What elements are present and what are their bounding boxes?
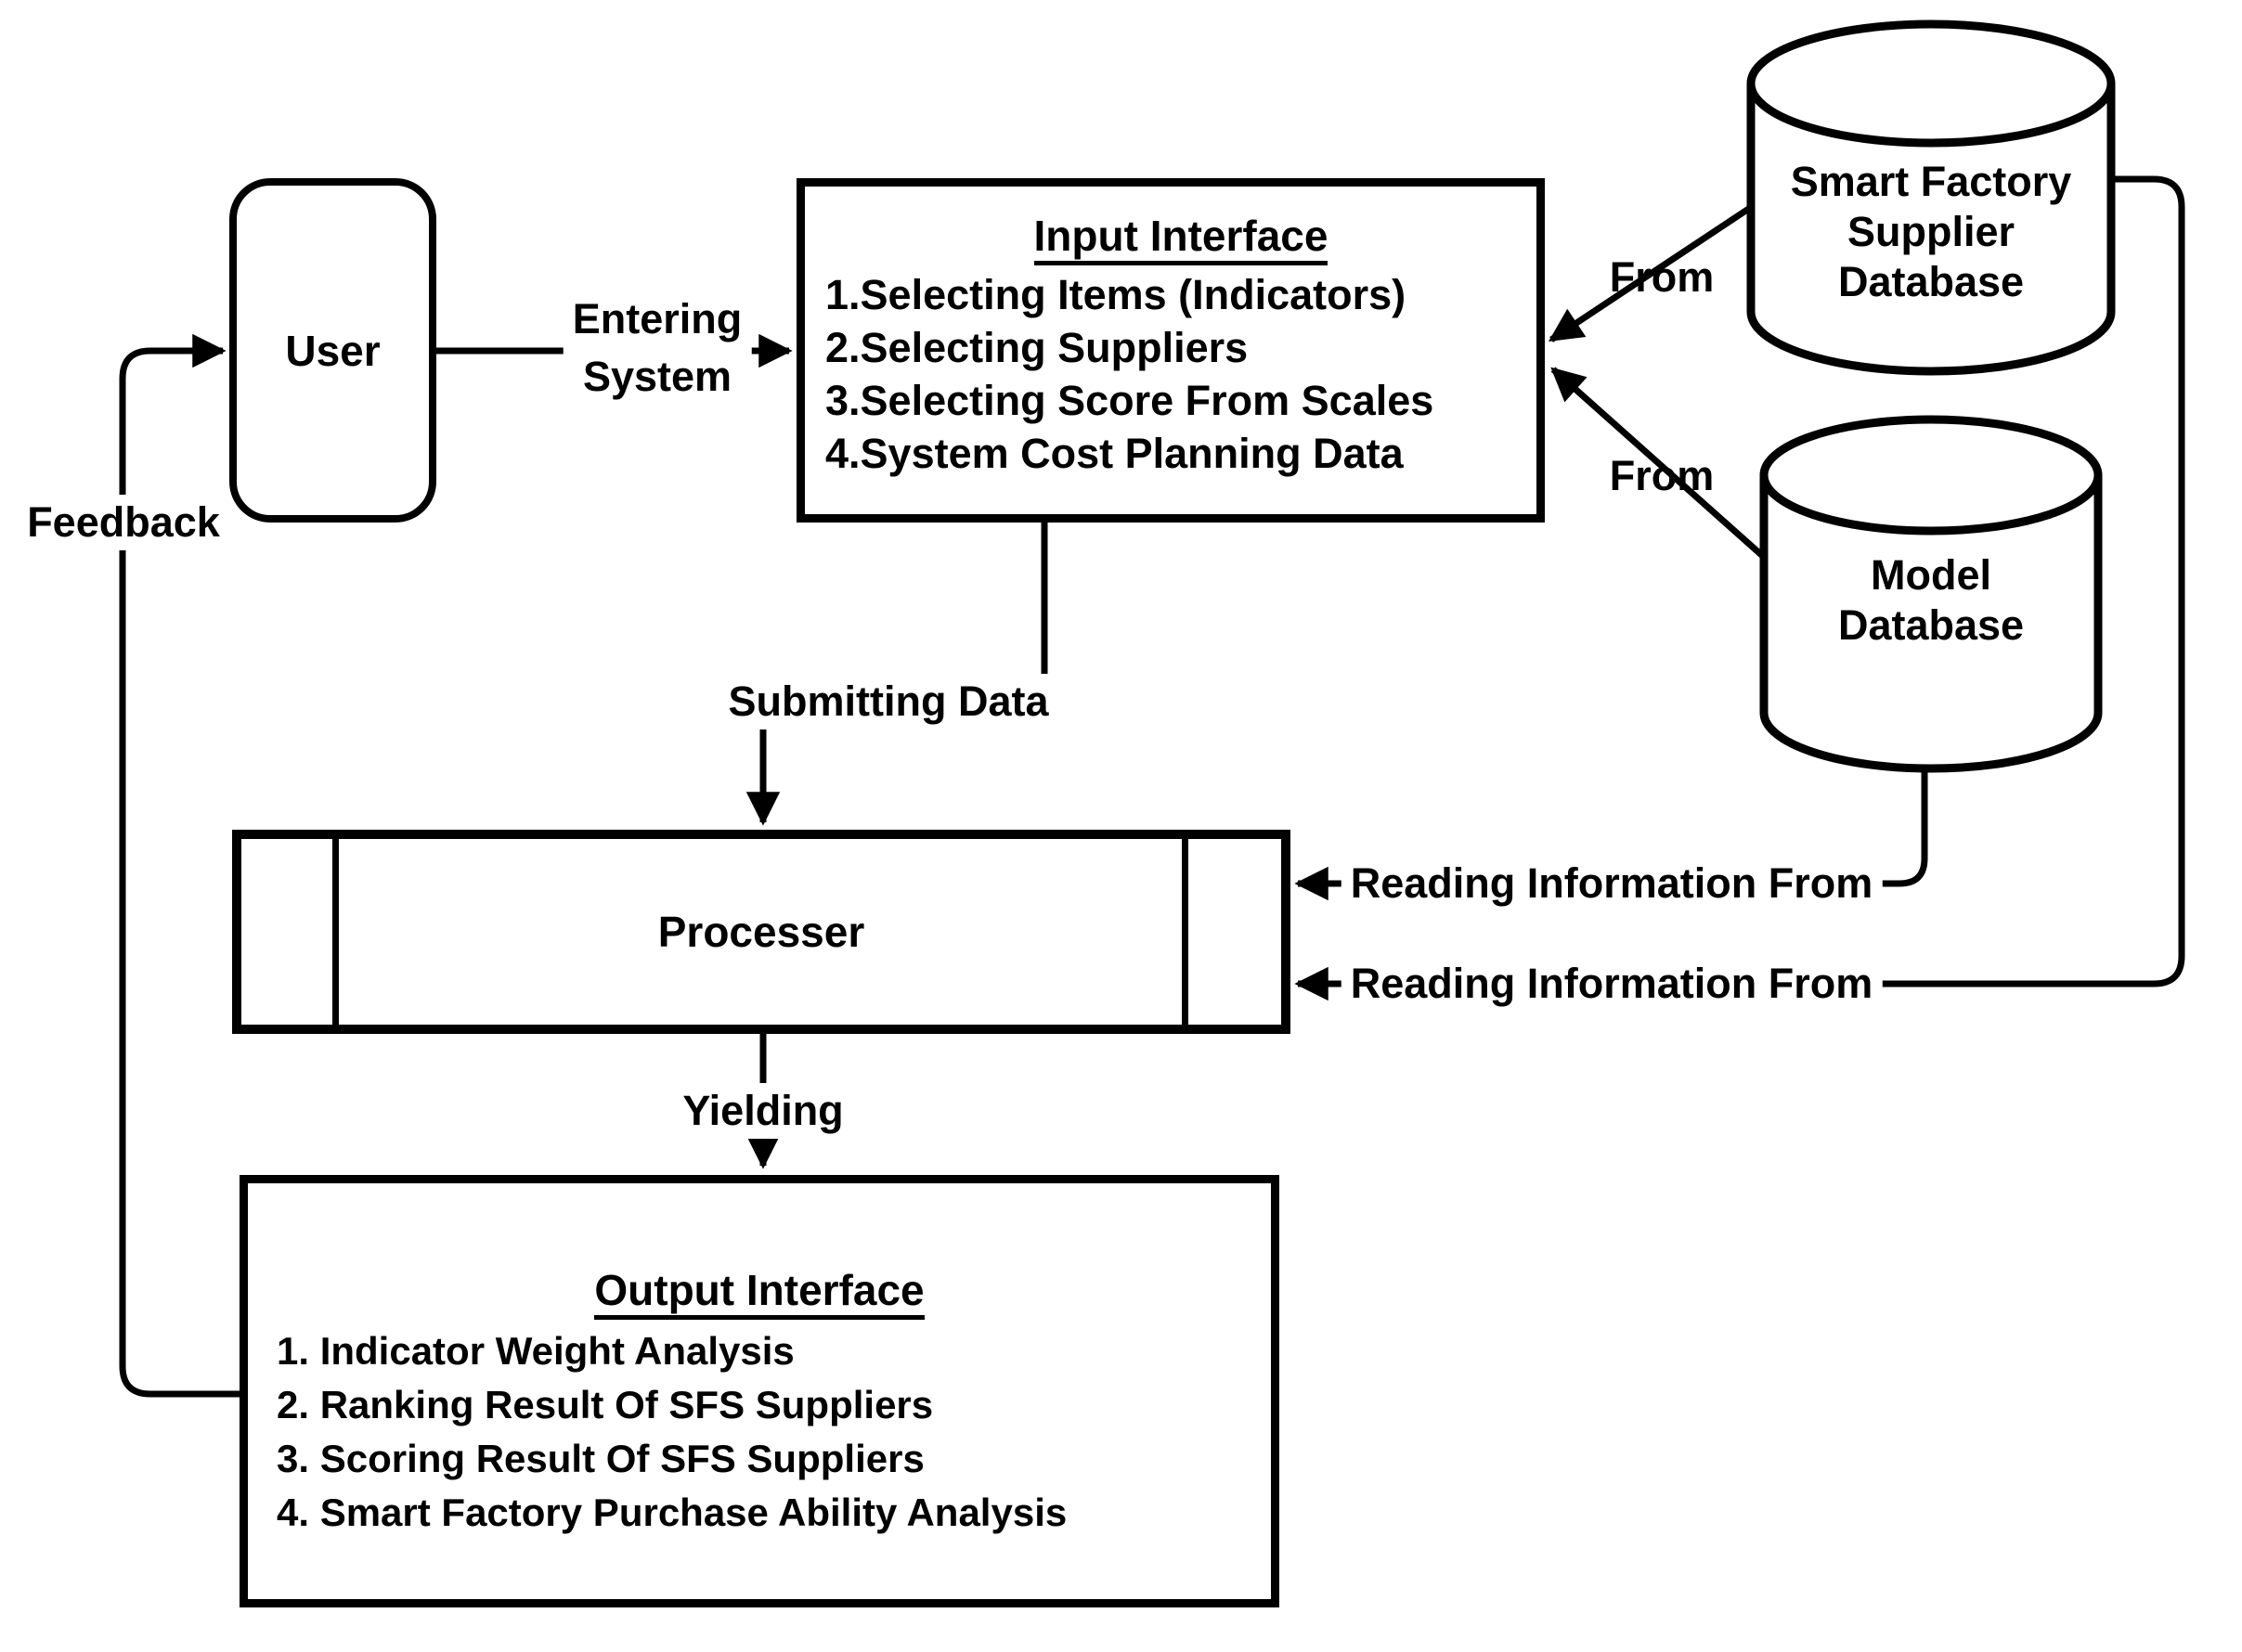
output-interface-item: 2. Ranking Result Of SFS Suppliers bbox=[277, 1383, 934, 1426]
input-interface-item: 4.System Cost Planning Data bbox=[825, 430, 1404, 477]
output-interface-item: 1. Indicator Weight Analysis bbox=[277, 1329, 795, 1373]
feedback-label: Feedback bbox=[18, 495, 229, 550]
input-interface-item: 3.Selecting Score From Scales bbox=[825, 377, 1434, 424]
processer-right-bar bbox=[1182, 839, 1188, 1025]
submitting-data-label: Submitting Data bbox=[719, 674, 1058, 729]
model-db-label: Model Database bbox=[1837, 551, 2025, 649]
input-interface-item: 2.Selecting Suppliers bbox=[825, 324, 1249, 371]
reading-info-supplier-label: Reading Information From bbox=[1341, 956, 1883, 1012]
user-label: User bbox=[285, 326, 381, 375]
processer-left-bar bbox=[332, 839, 339, 1025]
from-supplier-db-arrow bbox=[1548, 203, 1755, 342]
output-interface-item: 3. Scoring Result Of SFS Suppliers bbox=[277, 1437, 925, 1480]
output-interface-node: Output Interface 1. Indicator Weight Ana… bbox=[240, 1175, 1279, 1607]
yielding-label: Yielding bbox=[673, 1083, 853, 1139]
input-interface-node: Input Interface 1.Selecting Items (Indic… bbox=[797, 178, 1545, 523]
supplier-db-label: Smart Factory Supplier Database bbox=[1790, 158, 2072, 305]
input-interface-title: Input Interface bbox=[825, 209, 1536, 265]
from-model-db-label: From bbox=[1609, 452, 1715, 499]
submitting-data-arrow bbox=[745, 522, 1048, 826]
from-model-db-arrow bbox=[1550, 367, 1769, 561]
entering-system-label: Entering System bbox=[563, 290, 752, 406]
input-interface-item: 1.Selecting Items (Indicators) bbox=[825, 271, 1406, 318]
from-supplier-db-label: From bbox=[1609, 253, 1715, 301]
supplier-db-cylinder bbox=[1746, 19, 2116, 376]
output-interface-title: Output Interface bbox=[248, 1263, 1271, 1320]
user-node: User bbox=[229, 178, 436, 523]
reading-info-supplier-arrow bbox=[1294, 175, 2185, 1001]
feedback-arrow bbox=[119, 333, 244, 1398]
processer-label: Processer bbox=[657, 908, 865, 956]
model-db-cylinder bbox=[1759, 415, 2103, 773]
reading-info-model-label: Reading Information From bbox=[1341, 856, 1883, 911]
processer-node: Processer bbox=[232, 830, 1290, 1034]
output-interface-item: 4. Smart Factory Purchase Ability Analys… bbox=[277, 1491, 1068, 1534]
reading-info-model-arrow bbox=[1294, 765, 1928, 901]
